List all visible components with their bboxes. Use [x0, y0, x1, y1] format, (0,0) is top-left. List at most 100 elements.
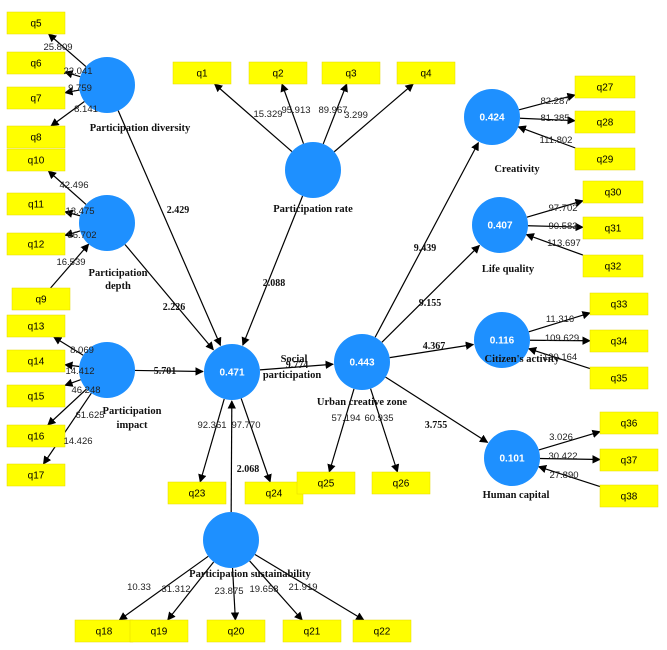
indicator-box: q11 — [6, 192, 66, 216]
indicator-rect — [206, 619, 266, 643]
indicator-label: q2 — [272, 69, 284, 80]
indicator-arrow — [64, 229, 81, 238]
indicator-label: q13 — [28, 322, 45, 333]
path-arrow — [374, 141, 479, 338]
indicator-box: q31 — [582, 216, 644, 240]
construct-node — [79, 195, 135, 251]
indicator-label: q19 — [151, 627, 168, 638]
indicator-arrow — [64, 361, 80, 370]
indicator-rect — [6, 384, 66, 408]
loading-value: 14.412 — [65, 366, 94, 377]
indicator-box: q16 — [6, 424, 66, 448]
loading-value: 8.141 — [74, 104, 98, 115]
indicator-box: q27 — [574, 75, 636, 99]
indicator-label: q28 — [597, 118, 614, 129]
indicator-rect — [167, 481, 227, 505]
loading-value: 9.759 — [68, 83, 92, 94]
indicator-box: q24 — [244, 481, 304, 505]
indicator-arrow — [53, 336, 84, 356]
loading-value: 11.316 — [546, 314, 574, 325]
loading-value: 25.809 — [43, 42, 72, 53]
indicator-label: q33 — [611, 300, 628, 311]
indicator-label: q12 — [28, 240, 45, 251]
indicator-arrow — [64, 87, 80, 96]
path-arrow — [259, 360, 334, 371]
indicator-rect — [282, 619, 342, 643]
indicator-label: q21 — [304, 627, 321, 638]
indicator-rect — [6, 11, 66, 35]
indicator-rect — [6, 125, 66, 149]
path-coefficient: 4.367 — [423, 341, 446, 352]
path-coefficient: 2.226 — [163, 302, 186, 313]
construct-node: 0.116 — [474, 312, 530, 368]
loading-value: 111.802 — [540, 135, 573, 146]
indicator-arrow — [370, 388, 400, 473]
indicator-rect — [574, 147, 636, 171]
indicator-box: q37 — [599, 448, 659, 472]
indicator-box: q5 — [6, 11, 66, 35]
indicator-label: q15 — [28, 392, 45, 403]
construct-circle — [79, 195, 135, 251]
indicator-rect — [352, 619, 412, 643]
loading-value: 15.329 — [253, 109, 282, 120]
indicator-rect — [589, 292, 649, 316]
path-coefficient: 9.774 — [286, 360, 309, 371]
construct-label: Participation diversity — [90, 123, 191, 134]
loading-value: 16.539 — [56, 257, 85, 268]
loading-value: 46.248 — [71, 385, 100, 396]
indicator-box: q7 — [6, 86, 66, 110]
indicator-rect — [172, 61, 232, 85]
loading-value: 13.475 — [65, 206, 94, 217]
indicator-arrow — [327, 388, 355, 473]
loading-value: 22.041 — [63, 66, 92, 77]
indicator-label: q32 — [605, 262, 622, 273]
edges-layer — [42, 33, 601, 621]
loading-value: 10.33 — [127, 582, 151, 593]
construct-node — [203, 512, 259, 568]
indicator-arrow — [528, 311, 591, 333]
path-arrow — [389, 341, 475, 359]
indicator-label: q14 — [28, 357, 45, 368]
loading-value: 109.629 — [545, 333, 579, 344]
indicator-box: q29 — [574, 147, 636, 171]
construct-label: Participation — [89, 268, 148, 279]
indicator-box: q33 — [589, 292, 649, 316]
indicator-label: q36 — [621, 419, 638, 430]
indicator-arrow — [42, 392, 92, 465]
indicator-rect — [574, 75, 636, 99]
indicator-arrow — [50, 101, 85, 127]
loading-value: 42.496 — [59, 180, 88, 191]
indicator-label: q9 — [35, 295, 47, 306]
indicator-label: q18 — [96, 627, 113, 638]
indicator-box: q12 — [6, 232, 66, 256]
indicator-box: q18 — [74, 619, 134, 643]
construct-label: Participation — [103, 406, 162, 417]
indicator-label: q31 — [605, 224, 622, 235]
indicator-rect — [129, 619, 189, 643]
indicator-box: q15 — [6, 384, 66, 408]
path-arrow — [385, 376, 489, 443]
indicator-arrow — [47, 388, 87, 426]
indicator-arrow — [167, 561, 215, 621]
indicator-box: q14 — [6, 349, 66, 373]
indicator-box: q30 — [582, 180, 644, 204]
indicator-box: q8 — [6, 125, 66, 149]
path-arrow — [227, 400, 236, 513]
indicator-label: q10 — [28, 156, 45, 167]
indicator-label: q16 — [28, 432, 45, 443]
construct-circle — [203, 512, 259, 568]
indicator-box: q28 — [574, 110, 636, 134]
indicator-label: q24 — [266, 489, 283, 500]
indicator-box: q3 — [321, 61, 381, 85]
indicator-box: q6 — [6, 51, 66, 75]
indicator-rect — [6, 232, 66, 256]
indicator-box: q19 — [129, 619, 189, 643]
indicator-label: q20 — [228, 627, 245, 638]
indicator-arrow — [50, 243, 90, 289]
indicator-arrow — [537, 464, 601, 488]
indicator-label: q3 — [345, 69, 357, 80]
loading-value: 27.890 — [549, 470, 578, 481]
indicator-box: q17 — [6, 463, 66, 487]
loading-value: 57.194 — [331, 413, 360, 424]
